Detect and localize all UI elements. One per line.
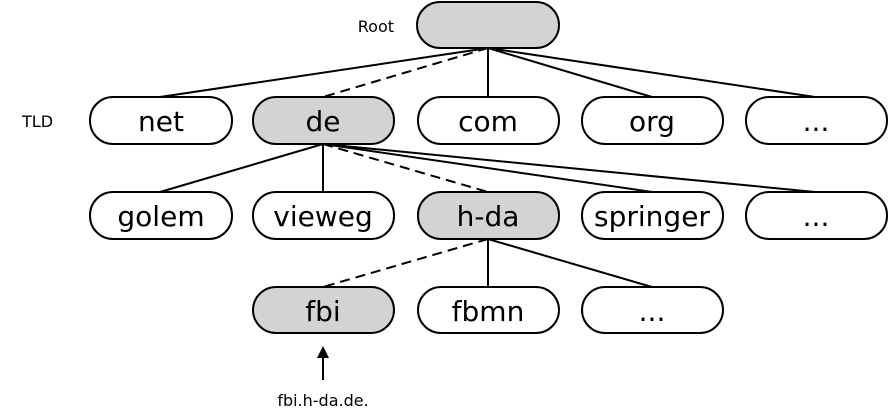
node-net: net: [89, 96, 233, 145]
node-fbmn: fbmn: [417, 286, 560, 334]
node-net-label: net: [138, 105, 184, 138]
edge-root-de-path: [322, 47, 489, 98]
node-vieweg-label: vieweg: [273, 200, 372, 233]
node-de: de: [252, 96, 395, 145]
node-third-more-label: ...: [639, 295, 666, 328]
node-com: com: [417, 96, 560, 145]
edges-hda-level: [322, 238, 653, 288]
node-tld-more: ...: [745, 96, 888, 145]
node-fbmn-label: fbmn: [452, 295, 525, 328]
root-level-label: Root: [358, 17, 394, 36]
node-third-more: ...: [581, 286, 724, 334]
tld-level-label: TLD: [21, 112, 53, 131]
node-golem-label: golem: [117, 200, 204, 233]
edge-root-tld-more: [487, 47, 816, 98]
node-com-label: com: [458, 105, 518, 138]
node-springer-label: springer: [594, 200, 710, 233]
node-de-label: de: [306, 105, 341, 138]
node-root: [416, 1, 560, 49]
node-second-more: ...: [745, 191, 888, 240]
edge-de-golem: [159, 143, 324, 193]
node-hda: h-da: [417, 191, 560, 240]
edge-root-org: [487, 47, 653, 98]
edge-root-net: [159, 47, 489, 98]
edge-de-hda-path: [322, 143, 489, 193]
node-fbi-label: fbi: [305, 295, 340, 328]
edge-de-second-more: [322, 143, 816, 193]
fqdn-label: fbi.h-da.de.: [277, 391, 368, 410]
edge-de-springer: [322, 143, 653, 193]
node-springer: springer: [581, 191, 724, 240]
node-org-label: org: [629, 105, 675, 138]
edges-root-level: [159, 47, 816, 98]
edge-hda-third-more: [487, 238, 653, 288]
edges-de-level: [159, 143, 816, 193]
node-fbi: fbi: [252, 286, 395, 334]
edge-hda-fbi-path: [322, 238, 489, 288]
node-tld-more-label: ...: [803, 105, 830, 138]
node-second-more-label: ...: [803, 200, 830, 233]
node-hda-label: h-da: [457, 200, 520, 233]
node-org: org: [581, 96, 724, 145]
node-golem: golem: [89, 191, 233, 240]
node-vieweg: vieweg: [252, 191, 395, 240]
